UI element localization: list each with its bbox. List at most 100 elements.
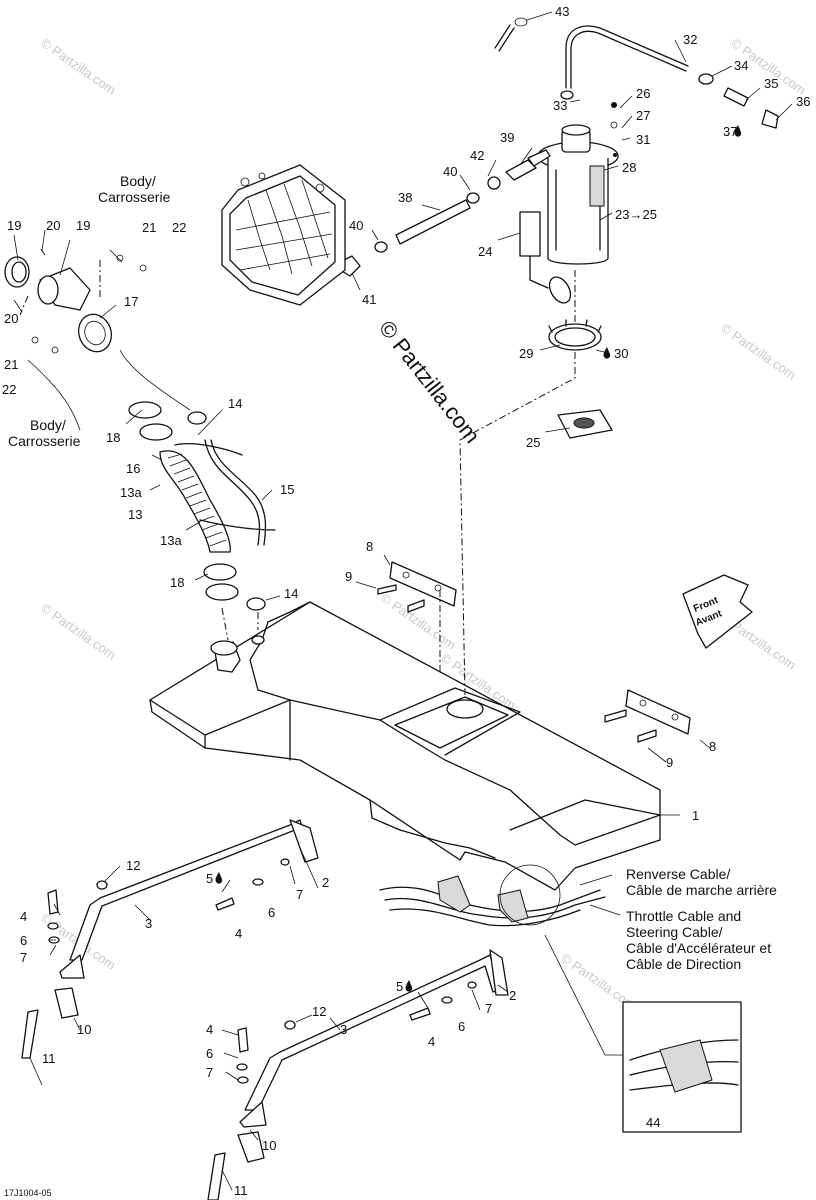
callout: 43 (555, 4, 569, 19)
callout: 20 (46, 218, 60, 233)
callout: 20 (4, 311, 18, 326)
note-reverse-cable-line1: Renverse Cable/ (626, 866, 730, 882)
callout: 14 (228, 396, 242, 411)
alignment-lines (221, 270, 576, 696)
strap-lower (207, 949, 509, 1200)
callout: 3 (145, 916, 152, 931)
note-body-left-line1: Body/ (30, 417, 66, 433)
callout: 10 (262, 1138, 276, 1153)
callout: 6 (20, 933, 27, 948)
callout-with-arrow: 23→25 (615, 207, 657, 222)
callout: 4 (428, 1034, 435, 1049)
callout: 40 (443, 164, 457, 179)
callout: 4 (206, 1022, 213, 1037)
callout: 5 (396, 979, 403, 994)
drawing-code: 17J1004-05 (4, 1188, 52, 1198)
callout: 32 (683, 32, 697, 47)
callout: 29 (519, 346, 533, 361)
callout: 2 (509, 988, 516, 1003)
callout: 23 (615, 207, 629, 222)
callout: 12 (312, 1004, 326, 1019)
callout: 21 (4, 357, 18, 372)
callout: 8 (366, 539, 373, 554)
notes: Body/ Carrosserie Body/ Carrosserie Renv… (4, 173, 777, 1198)
callout: 6 (458, 1019, 465, 1034)
callout: 34 (734, 58, 748, 73)
drop-icon (405, 980, 413, 992)
callout: 6 (206, 1046, 213, 1061)
note-reverse-cable-line2: Câble de marche arrière (626, 882, 777, 898)
callout: 15 (280, 482, 294, 497)
callout: 18 (170, 575, 184, 590)
callout: 22 (172, 220, 186, 235)
callout: 6 (268, 905, 275, 920)
callout: 16 (126, 461, 140, 476)
callout: 38 (398, 190, 412, 205)
arrow-symbol: → (629, 207, 642, 222)
callout: 26 (636, 86, 650, 101)
callout: 28 (622, 160, 636, 175)
drop-icon (215, 872, 223, 884)
watermark: © Partzilla.com (718, 320, 798, 383)
note-body-left-line2: Carrosserie (8, 433, 81, 449)
callout: 7 (206, 1065, 213, 1080)
note-body-top-line1: Body/ (120, 173, 156, 189)
callout: 2 (322, 875, 329, 890)
callout: 14 (284, 586, 298, 601)
note-throttle-cable-line4: Câble de Direction (626, 956, 741, 972)
callout: 31 (636, 132, 650, 147)
callout: 44 (646, 1115, 660, 1130)
vent-line (494, 17, 779, 157)
callout: 33 (553, 98, 567, 113)
watermark: © Partzilla.com (38, 35, 118, 98)
leader-lines (13, 11, 793, 1191)
front-arrow: Front Avant (682, 574, 753, 649)
callout: 11 (234, 1183, 248, 1198)
note-throttle-cable-line1: Throttle Cable and (626, 908, 741, 924)
callout: 25 (642, 207, 656, 222)
callout: 36 (796, 94, 810, 109)
callout: 27 (636, 108, 650, 123)
callout: 19 (7, 218, 21, 233)
callouts: 43 32 34 35 36 37 26 27 31 28 33 39 42 4… (2, 4, 810, 1198)
note-throttle-cable-line3: Câble d'Accélérateur et (626, 940, 771, 956)
callout: 40 (349, 218, 363, 233)
detail-inset (544, 934, 742, 1133)
note-throttle-cable-line2: Steering Cable/ (626, 924, 723, 940)
copyright-text: © Partzilla.com (374, 316, 485, 448)
callout: 9 (345, 569, 352, 584)
callout: 13 (128, 507, 142, 522)
callout: 19 (76, 218, 90, 233)
callout: 4 (235, 926, 242, 941)
callout: 17 (124, 294, 138, 309)
fuel-pump-assembly (519, 124, 619, 439)
callout: 1 (692, 808, 699, 823)
callout: 39 (500, 130, 514, 145)
callout: 21 (142, 220, 156, 235)
callout: 5 (206, 871, 213, 886)
callout: 24 (478, 244, 492, 259)
callout: 4 (20, 909, 27, 924)
callout: 13a (160, 533, 182, 548)
callout: 8 (709, 739, 716, 754)
callout: 18 (106, 430, 120, 445)
filler-assembly (4, 247, 276, 611)
drop-icon (603, 347, 611, 359)
callout: 37 (723, 124, 737, 139)
callout: 35 (764, 76, 778, 91)
watermark: © Partzilla.com (38, 600, 118, 663)
strap-upper (21, 819, 319, 1059)
callout: 41 (362, 292, 376, 307)
callout: 10 (77, 1022, 91, 1037)
callout: 30 (614, 346, 628, 361)
callout: 22 (2, 382, 16, 397)
callout: 25 (526, 435, 540, 450)
callout: 7 (485, 1001, 492, 1016)
drop-icon (734, 125, 742, 137)
note-body-top-line2: Carrosserie (98, 189, 171, 205)
engine-block (221, 164, 346, 306)
callout: 3 (340, 1022, 347, 1037)
callout: 13a (120, 485, 142, 500)
